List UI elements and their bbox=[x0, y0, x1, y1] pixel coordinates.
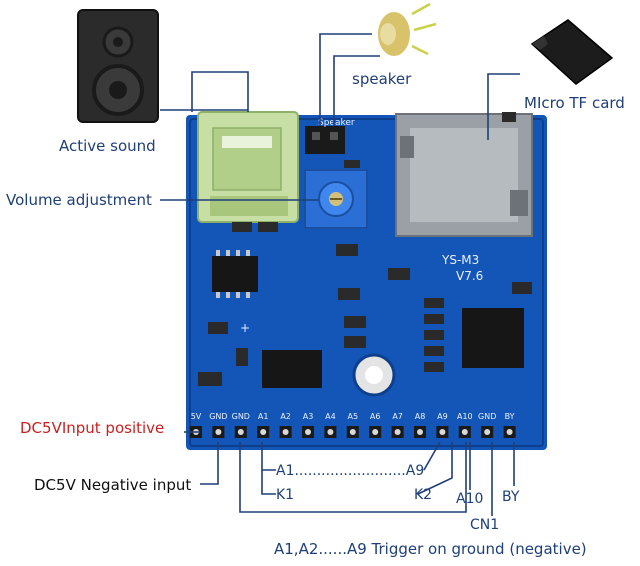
pin-contact bbox=[215, 429, 222, 435]
pin-contact bbox=[237, 429, 244, 435]
amp-chip bbox=[212, 250, 258, 298]
pin-contact bbox=[327, 429, 334, 435]
cap-plus-silk: + bbox=[240, 321, 250, 335]
speaker-header bbox=[305, 126, 345, 154]
pin-silk-label: A1 bbox=[258, 412, 269, 421]
callout-lines bbox=[160, 33, 520, 516]
pin-contact bbox=[394, 429, 401, 435]
pin-contact bbox=[372, 429, 379, 435]
micro-sd-card-icon bbox=[530, 19, 614, 85]
pin-contact bbox=[439, 429, 446, 435]
speaker-cabinet-icon bbox=[77, 9, 159, 123]
k2-label: K2 bbox=[414, 487, 433, 503]
pin-contact bbox=[484, 429, 491, 435]
pin-silk-label: GND bbox=[209, 412, 227, 421]
pin-silk-label: BY bbox=[505, 412, 515, 421]
version-silk: V7.6 bbox=[456, 269, 483, 283]
speaker-icon bbox=[378, 2, 437, 56]
k1-label: K1 bbox=[276, 487, 295, 503]
pin-contact bbox=[506, 429, 513, 435]
trigger-label: A1,A2......A9 Trigger on ground (negativ… bbox=[274, 540, 587, 558]
speaker-silk: Speaker bbox=[318, 118, 355, 128]
pin-contact bbox=[282, 429, 289, 435]
a1-a9-label: A1.........................A9 bbox=[276, 463, 425, 479]
volume-potentiometer bbox=[304, 169, 368, 229]
pin-silk-label: A9 bbox=[437, 412, 448, 421]
pin-silk-label: 5V bbox=[191, 412, 202, 421]
pin-silk-label: A5 bbox=[348, 412, 359, 421]
dc5v-negative-label: DC5V Negative input bbox=[34, 476, 192, 494]
pin-labels: 5V GND GND A1 A2 A3 A4 A5 A6 A7 A8 A9 A10 GND BY bbox=[191, 412, 515, 421]
pin-contact bbox=[417, 429, 423, 435]
pin-silk-label: A3 bbox=[303, 412, 314, 421]
pin-silk-label: A7 bbox=[392, 412, 403, 421]
pin-silk-label: A2 bbox=[280, 412, 291, 421]
pin-silk-label: A10 bbox=[457, 412, 473, 421]
sd-card-slot bbox=[395, 113, 533, 237]
active-sound-label: Active sound bbox=[59, 137, 156, 155]
smd-components bbox=[198, 112, 532, 386]
pin-contact bbox=[260, 429, 267, 435]
pcb-edge bbox=[189, 118, 544, 447]
speaker-label: speaker bbox=[352, 70, 412, 88]
a10-label: A10 bbox=[456, 491, 484, 507]
decoder-chip bbox=[262, 350, 322, 388]
pin-silk-label: A4 bbox=[325, 412, 336, 421]
by-label: BY bbox=[502, 489, 520, 505]
micro-tf-label: MIcro TF card bbox=[524, 94, 625, 112]
model-silk: YS-M3 bbox=[441, 253, 479, 267]
mounting-hole-inner bbox=[365, 366, 383, 384]
controller-chip bbox=[462, 308, 524, 368]
dc5v-positive-label: DC5VInput positive bbox=[20, 419, 165, 437]
pin-silk-label: A6 bbox=[370, 412, 381, 421]
pin-contact bbox=[305, 429, 311, 435]
pin-contact bbox=[349, 429, 356, 435]
pin-contact bbox=[461, 429, 468, 435]
audio-jack bbox=[197, 111, 299, 223]
volume-label: Volume adjustment bbox=[6, 191, 152, 209]
cn1-label: CN1 bbox=[470, 517, 500, 533]
pin-silk-label: GND bbox=[478, 412, 496, 421]
pin-header bbox=[190, 426, 516, 438]
pin-silk-label: GND bbox=[232, 412, 250, 421]
pin-silk-label: A8 bbox=[415, 412, 426, 421]
